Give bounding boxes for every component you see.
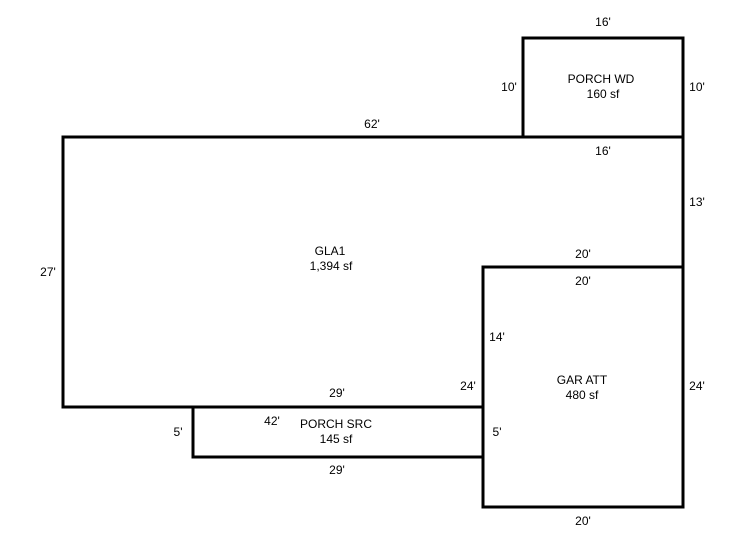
- porch-src-size: 145 sf: [320, 432, 353, 446]
- porch-wd-outline: [521, 36, 685, 139]
- gla1-name: GLA1: [315, 244, 346, 258]
- gla1-left-dim: 27': [40, 265, 56, 279]
- gar-att-name: GAR ATT: [557, 373, 608, 387]
- gar-att-bottom-dim: 20': [575, 514, 591, 528]
- gla1-size: 1,394 sf: [310, 259, 353, 273]
- gar-att-right-dim: 24': [689, 379, 705, 393]
- gla1-bottom-dim: 29': [329, 386, 345, 400]
- gla1-outline: [61, 135, 685, 409]
- porch-wd-name: PORCH WD: [568, 72, 635, 86]
- gar-att-outline: [481, 265, 685, 509]
- porch-src-left-dim: 5': [174, 425, 183, 439]
- gar-att-size: 480 sf: [566, 388, 599, 402]
- gar-att-top-inner-dim: 20': [575, 274, 591, 288]
- gla1-top-dim: 62': [364, 117, 380, 131]
- porch-wd-top-dim: 16': [595, 15, 611, 29]
- porch-src-right-dim: 5': [493, 425, 502, 439]
- porch-src-name: PORCH SRC: [300, 417, 372, 431]
- gla1-inner-lower-dim: 24': [460, 379, 476, 393]
- porch-wd-left-dim: 10': [501, 80, 517, 94]
- porch-wd-size: 160 sf: [587, 87, 620, 101]
- porch-src-outline: [191, 405, 485, 459]
- porch-wd-right-dim: 10': [689, 80, 705, 94]
- gar-att-top-outer-dim: 20': [575, 247, 591, 261]
- gla1-right-dim: 13': [689, 195, 705, 209]
- porch-wd-bottom-dim: 16': [595, 144, 611, 158]
- gla1-step-dim: 42': [264, 414, 280, 428]
- gla1-inner-vertical-dim: 14': [489, 330, 505, 344]
- porch-src-bottom-dim: 29': [329, 463, 345, 477]
